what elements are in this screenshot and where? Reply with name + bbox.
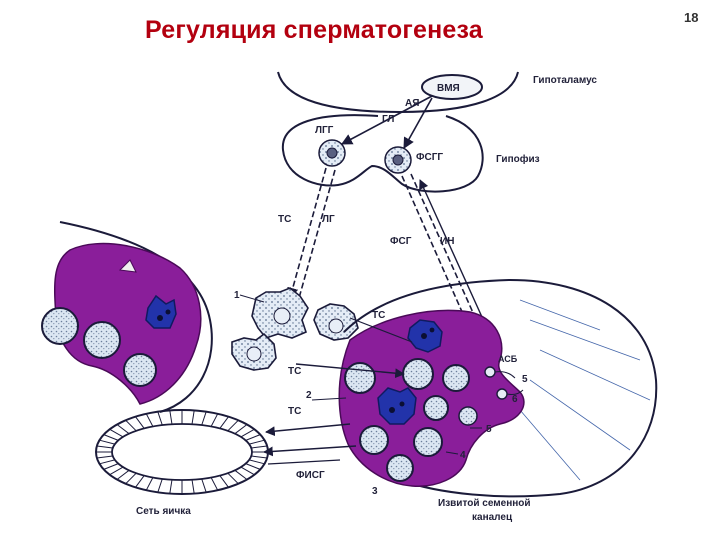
ay-label: АЯ (405, 98, 419, 109)
left-germ-cell (123, 353, 157, 387)
abs-label: АСБ (498, 354, 518, 364)
rete-epithelium-cell-border (169, 479, 173, 494)
pituitary-outline (281, 114, 484, 193)
pituitary-label: Гипофиз (496, 153, 540, 165)
num5b-label: 5 (486, 424, 492, 435)
tubule-label-line1: Извитой семенной (438, 498, 531, 509)
rete-epithelium-cell-border (201, 411, 207, 426)
fsg-label: ФСГ (390, 236, 412, 247)
rete-epithelium-cell-border (96, 445, 113, 449)
rete-epithelium-cell-border (116, 424, 130, 435)
rete-epithelium-cell-border (191, 410, 195, 425)
rete-epithelium-cell-border (249, 439, 265, 445)
rete-epithelium-cell-border (145, 413, 154, 427)
lgg-label: ЛГГ (315, 125, 334, 136)
spermatid-cell (423, 395, 449, 421)
rete-epithelium-cell-border (157, 478, 163, 493)
rete-epithelium-cell-border (109, 466, 124, 476)
rete-epithelium-cell-border (210, 477, 219, 491)
rete-epithelium-cell-border (135, 416, 145, 429)
fisg-label: ФИСГ (296, 470, 325, 481)
rete-epithelium-cell-border (125, 472, 137, 485)
rete-epithelium-cell-border (201, 478, 207, 493)
sperm-head (496, 388, 508, 400)
rete-epithelium-cell-border (245, 463, 261, 470)
spermatogonium-cell (344, 362, 376, 394)
left-germ-cell (83, 321, 121, 359)
rete-epithelium-cell-border (210, 413, 219, 427)
spermatogonium-cell (386, 454, 414, 482)
ts-mid-label: ТС (372, 310, 385, 321)
rete-testis-label: Сеть яичка (136, 506, 191, 517)
rete-epithelium-cell-border (135, 475, 145, 488)
rete-epithelium-cell-border (251, 445, 268, 449)
spermatocyte-cell (442, 364, 470, 392)
rete-epithelium-cell-border (227, 472, 239, 485)
rete-epithelium-cell-border (234, 469, 248, 480)
spermatid-cell (458, 406, 478, 426)
page-number: 18 (684, 10, 699, 25)
rete-epithelium-cell-border (99, 439, 115, 445)
fsgg-label: ФСГГ (416, 152, 443, 163)
rete-epithelium-cell-border (109, 428, 124, 438)
hypothalamus-label: Гипоталамус (533, 75, 597, 86)
ts-left-label: ТС (278, 214, 291, 225)
vmya-nucleus (421, 74, 483, 100)
in-label: ИН (440, 236, 454, 247)
spermatocyte-cell (402, 358, 434, 390)
spermatogonium-cell (359, 425, 389, 455)
rete-epithelium-cell-border (234, 424, 248, 435)
rete-testis-inner (111, 423, 253, 481)
rete-epithelium-cell-border (219, 416, 229, 429)
rete-epithelium-cell-border (240, 428, 255, 438)
rete-epithelium-cell-border (249, 459, 265, 465)
left-tubule-outline (59, 221, 213, 413)
sperm-head (484, 366, 496, 378)
rete-epithelium-cell-border (99, 459, 115, 465)
spermatocyte-cell (413, 427, 443, 457)
rete-epithelium-cell-border (103, 463, 119, 470)
tubule-lumen-lines (519, 299, 651, 481)
ts-bottom-label: ТС (288, 406, 301, 417)
slide-title: Регуляция сперматогенеза (145, 16, 483, 44)
rete-epithelium-cell-border (145, 477, 154, 491)
rete-epithelium-cell-border (116, 469, 130, 480)
left-sertoli-nucleus (145, 294, 177, 329)
rete-epithelium-cell-border (240, 466, 255, 476)
vmya-label: ВМЯ (437, 83, 460, 94)
ts-lower-label: ТС (288, 366, 301, 377)
rete-epithelium-cell-border (103, 434, 119, 441)
rete-epithelium-cell-border (169, 410, 173, 425)
tubule-label-line2: каналец (472, 512, 513, 523)
rete-epithelium-cell-border (191, 479, 195, 494)
rete-epithelium-cell-border (227, 419, 239, 432)
rete-epithelium-cell-border (125, 419, 137, 432)
rete-epithelium-cell-border (245, 434, 261, 441)
rete-epithelium-cell-border (219, 475, 229, 488)
rete-epithelium-cell-border (251, 455, 268, 459)
seminiferous-tubule-outline (343, 278, 658, 498)
num3-label: 3 (372, 486, 378, 497)
main-sertoli-nucleus-lower (377, 387, 417, 425)
left-germ-cell (41, 307, 79, 345)
hypothalamus-outline (277, 71, 519, 114)
lg-label: ЛГ (322, 214, 335, 225)
rete-epithelium-cell-border (157, 411, 163, 426)
rete-epithelium-cell-border (96, 455, 113, 459)
num5a-label: 5 (522, 374, 528, 385)
num2-label: 2 (306, 390, 312, 401)
num1-label: 1 (234, 290, 240, 301)
num6-label: 6 (512, 394, 518, 405)
num4-label: 4 (460, 450, 466, 461)
